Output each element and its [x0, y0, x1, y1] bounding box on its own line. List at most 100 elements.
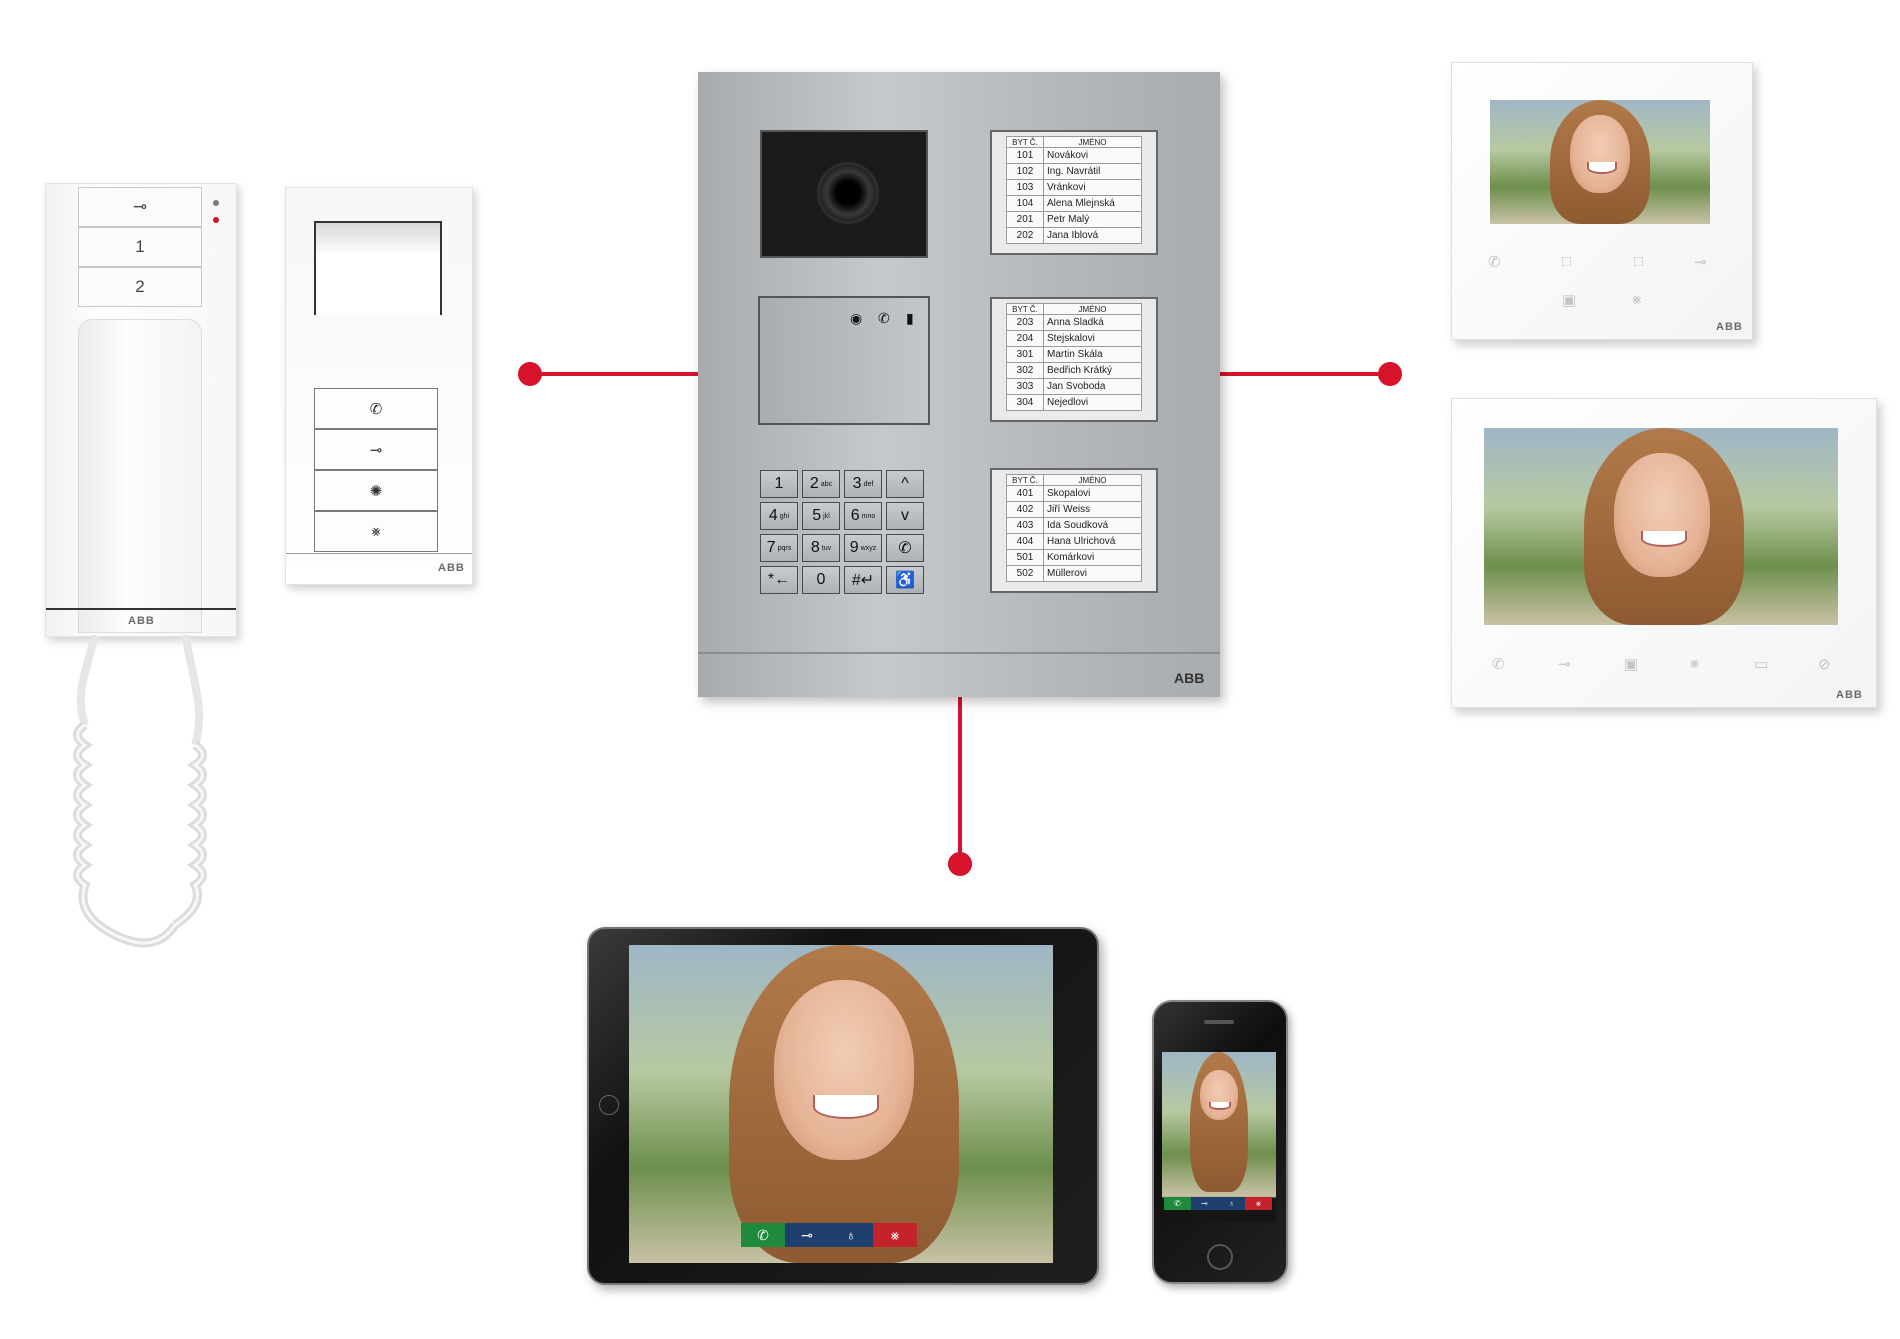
keypad-letters: tuv [821, 544, 832, 552]
keypad-key[interactable]: 1 [760, 470, 798, 498]
keypad-key[interactable]: 0 [802, 566, 840, 594]
station-speaker [314, 221, 442, 315]
phone-icon[interactable]: ✆ [1488, 254, 1501, 271]
visitor-face [1614, 453, 1710, 577]
unlock-button[interactable]: ⊸ [785, 1223, 829, 1247]
door-icon[interactable]: ▭ [1754, 656, 1769, 673]
light-icon: ♁ [1228, 1199, 1235, 1208]
keypad-digit: 3 [852, 475, 862, 492]
tablet-device: ✆ ⊸ ♁ ⨳ [587, 927, 1099, 1285]
handset-key-button[interactable]: ⊸ [78, 187, 202, 227]
handset-button-2[interactable]: 2 [78, 267, 202, 307]
keypad-key[interactable]: ^ [886, 470, 924, 498]
resident-name: Skopalovi [1043, 485, 1142, 502]
answer-button[interactable]: ✆ [741, 1223, 785, 1247]
keypad-key[interactable]: v [886, 502, 924, 530]
phone-speaker-slot [1204, 1020, 1234, 1024]
mute-button[interactable]: ⨳ [873, 1223, 917, 1247]
phone-screen: ✆ ⊸ ♁ ⨳ [1162, 1052, 1276, 1222]
square-icon[interactable]: □ [1634, 253, 1644, 270]
resident-name: Müllerovi [1043, 565, 1142, 582]
keypad-key[interactable]: ✆ [886, 534, 924, 562]
mute-icon[interactable]: ⨳ [1632, 291, 1642, 308]
keypad-digit: 7 [766, 539, 776, 556]
phone-icon[interactable]: ✆ [1492, 656, 1505, 673]
handset-button-1[interactable]: 1 [78, 227, 202, 267]
column-header: BYT Č. [1006, 303, 1044, 315]
apartment-number: 302 [1006, 362, 1044, 379]
mute-button[interactable]: ⨳ [1245, 1197, 1272, 1210]
keypad-key[interactable]: #↵ [844, 566, 882, 594]
handset-receiver[interactable] [78, 319, 202, 633]
door-icon[interactable]: ▣ [1562, 292, 1577, 309]
light-icon[interactable]: ⊘ [1818, 656, 1831, 673]
phone-icon: ✆ [1174, 1199, 1181, 1208]
column-header: BYT Č. [1006, 474, 1044, 486]
apartment-number: 202 [1006, 227, 1044, 244]
mute-icon[interactable]: ⨳ [1690, 655, 1700, 672]
resident-name: Jiří Weiss [1043, 501, 1142, 518]
resident-name: Komárkovi [1043, 549, 1142, 566]
unlock-button[interactable]: ⊸ [1191, 1197, 1218, 1210]
key-icon: ⊸ [1201, 1199, 1208, 1208]
light-button[interactable]: ♁ [1218, 1197, 1245, 1210]
station-light-button[interactable]: ✺ [314, 470, 438, 511]
audio-module: ◉ ✆ ▮ [758, 296, 930, 425]
answer-button[interactable]: ✆ [1164, 1197, 1191, 1210]
apartment-number: 502 [1006, 565, 1044, 582]
light-button[interactable]: ♁ [829, 1223, 873, 1247]
handset-divider [46, 608, 236, 610]
phone-icon: ✆ [757, 1226, 769, 1243]
apartment-number: 204 [1006, 330, 1044, 347]
apartment-number: 301 [1006, 346, 1044, 363]
apartment-number: 401 [1006, 485, 1044, 502]
apartment-number: 104 [1006, 195, 1044, 212]
station-door-button[interactable]: ⊸ [314, 429, 438, 470]
keypad-digit: 2 [809, 475, 819, 492]
keypad-digit: #↵ [851, 572, 875, 589]
station-call-button[interactable]: ✆ [314, 388, 438, 429]
station-mute-button[interactable]: ⨳ [314, 511, 438, 552]
square-icon[interactable]: □ [1562, 253, 1572, 270]
keypad-key[interactable]: ♿ [886, 566, 924, 594]
key-icon: ⊸ [369, 441, 383, 459]
resident-name: Jan Svoboda [1043, 378, 1142, 395]
handset-brand-logo: ABB [128, 615, 155, 627]
phone-home-button[interactable] [1207, 1244, 1233, 1270]
coil-cord [73, 635, 207, 948]
keypad-key[interactable]: *← [760, 566, 798, 594]
tablet-home-button[interactable] [599, 1095, 619, 1115]
key-icon[interactable]: ⊸ [1694, 254, 1707, 271]
key-icon[interactable]: ⊸ [1558, 656, 1571, 673]
square-icon[interactable]: ▣ [1624, 656, 1639, 673]
